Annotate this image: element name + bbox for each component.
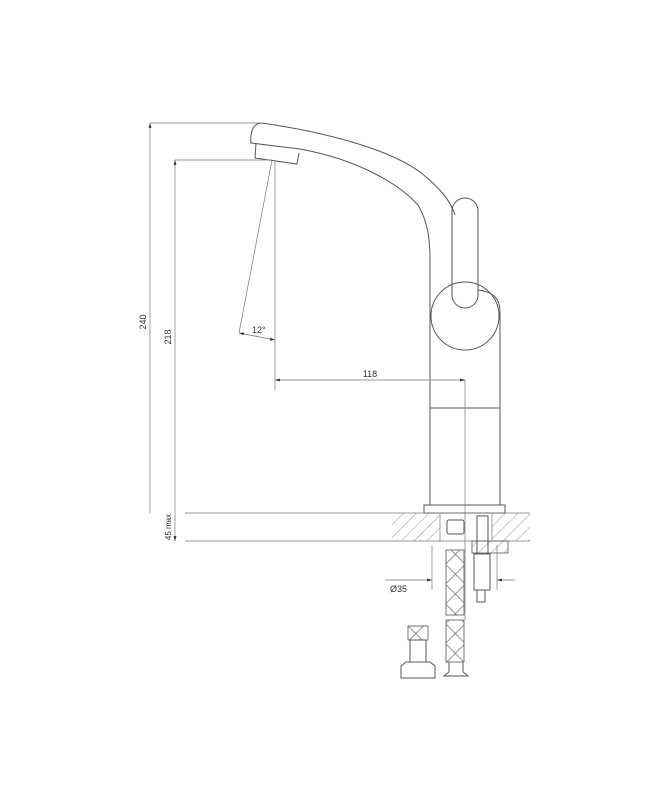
dim-12deg: 12°: [252, 325, 266, 335]
dim-diameter-35: Ø35: [390, 584, 407, 594]
dim-45max: 45 max: [164, 514, 173, 540]
faucet-outline: [250, 122, 506, 514]
supply-hose-and-fixing: [400, 500, 491, 679]
dim-118: 118: [363, 369, 377, 379]
dimension-lines: [148, 122, 515, 590]
dim-218: 218: [163, 329, 173, 344]
dim-240: 240: [138, 314, 148, 329]
countertop-section: [185, 512, 530, 554]
